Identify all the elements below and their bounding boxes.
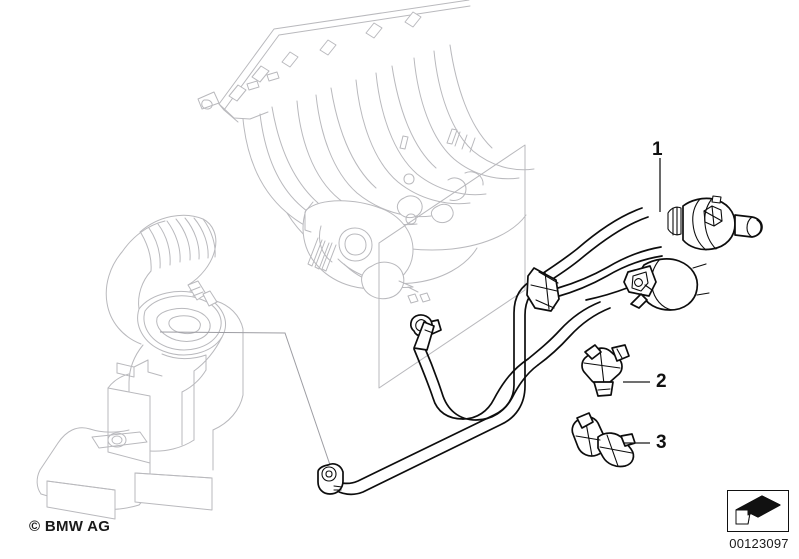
purge-valve-body-with-connector <box>623 258 710 311</box>
intake-manifold <box>197 0 535 304</box>
hose-junction-clip <box>526 267 560 312</box>
hose-end-connector <box>317 462 344 495</box>
vent-valve-body <box>667 195 763 251</box>
context-leader-line <box>159 331 331 466</box>
part-number: 00123097 <box>729 536 789 551</box>
projection-plane-outline <box>378 144 526 389</box>
vacuum-hose-branch <box>413 246 663 421</box>
callout-leader-lines <box>623 158 661 444</box>
callout-number-3: 3 <box>656 432 667 453</box>
corner-icon-box <box>727 490 789 532</box>
hose-clamp-double <box>571 412 636 468</box>
arrow-fold-icon <box>735 495 781 525</box>
hose-clamp-single <box>581 344 630 397</box>
elbow-grommet-fitting <box>410 314 442 351</box>
callout-number-2: 2 <box>656 371 667 392</box>
copyright-notice: © BMW AG <box>29 518 111 535</box>
callout-number-1: 1 <box>652 139 663 160</box>
air-intake-duct <box>36 214 244 520</box>
